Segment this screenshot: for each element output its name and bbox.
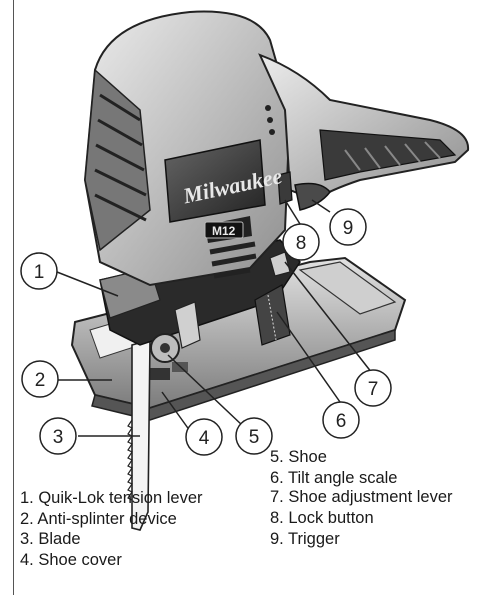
motor-housing [83,10,292,287]
callout-8: 8 [282,223,320,261]
callout-number: 7 [368,379,379,400]
legend-item: 5. Shoe [270,448,327,466]
callout-7: 7 [354,369,392,407]
legend-item: 3. Blade [20,530,81,548]
blade [127,338,151,531]
callout-1: 1 [20,252,58,290]
callout-number: 2 [35,370,46,391]
callout-2: 2 [21,360,59,398]
callout-number: 5 [249,427,260,448]
callout-9: 9 [329,208,367,246]
parts-legend-right: 5. Shoe 6. Tilt angle scale 7. Shoe adju… [270,447,475,549]
callout-number: 4 [199,428,210,449]
legend-item: 4. Shoe cover [20,550,122,569]
legend-item: 1. Quik-Lok tension lever [20,489,203,507]
model-badge: M12 [212,224,236,238]
leader-lines [56,199,373,437]
legend-item: 7. Shoe adjustment lever [270,488,453,506]
callout-number: 8 [296,233,307,254]
callout-4: 4 [185,418,223,456]
callout-5: 5 [235,417,273,455]
legend-item: 9. Trigger [270,529,340,548]
callout-number: 3 [53,427,64,448]
callout-number: 1 [34,262,45,283]
legend-item: 2. Anti-splinter device [20,509,177,528]
parts-legend-left: 1. Quik-Lok tension lever 2. Anti-splint… [20,488,203,570]
callout-number: 9 [343,218,354,239]
callout-3: 3 [39,417,77,455]
legend-item: 6. Tilt angle scale [270,468,398,487]
margin-rule [13,0,14,595]
handle [258,53,470,211]
callout-6: 6 [322,401,360,439]
callout-number: 6 [336,411,347,432]
legend-item: 8. Lock button [270,509,374,527]
